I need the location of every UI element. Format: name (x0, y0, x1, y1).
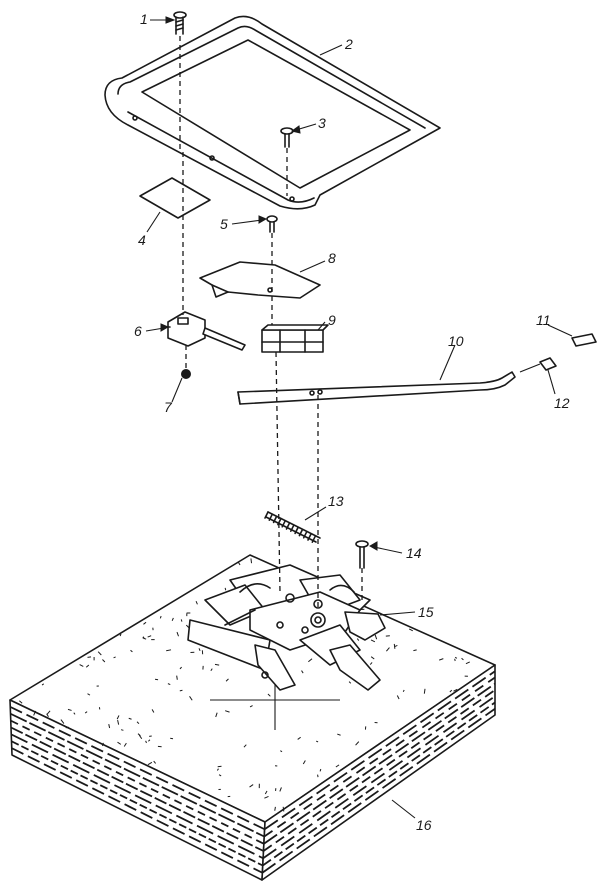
callout-16: 16 (416, 817, 432, 833)
callout-8: 8 (328, 250, 336, 266)
callout-6: 6 (134, 323, 142, 339)
callout-12: 12 (554, 395, 570, 411)
callout-11: 11 (536, 312, 551, 328)
connector-12 (519, 357, 557, 373)
screw-1 (173, 11, 187, 35)
nut-7 (181, 369, 191, 379)
callout-7: 7 (164, 399, 173, 415)
callout-9: 9 (328, 312, 336, 328)
assembly-lines (179, 36, 363, 610)
callout-15: 15 (418, 604, 434, 620)
callout-leaders (145, 16, 573, 819)
top-cover (104, 15, 441, 210)
callout-labels: 1 2 3 4 5 6 7 8 9 10 11 12 13 14 15 16 (134, 11, 570, 833)
spring (264, 511, 321, 544)
bracket-assembly (187, 564, 386, 691)
callout-2: 2 (344, 36, 353, 52)
slab-side-texture (9, 670, 496, 874)
actuator-rod (237, 371, 516, 405)
bracket-8 (199, 261, 321, 299)
insulator-plate (139, 177, 211, 219)
callout-5: 5 (220, 216, 228, 232)
screw-5 (266, 215, 278, 233)
callout-13: 13 (328, 493, 344, 509)
callout-3: 3 (318, 115, 326, 131)
callout-14: 14 (406, 545, 422, 561)
switch (161, 311, 246, 351)
callout-4: 4 (138, 232, 146, 248)
block-9 (261, 324, 329, 353)
knob-11 (571, 333, 597, 347)
callout-1: 1 (140, 11, 148, 27)
callout-10: 10 (448, 333, 464, 349)
screw-14 (355, 540, 369, 569)
